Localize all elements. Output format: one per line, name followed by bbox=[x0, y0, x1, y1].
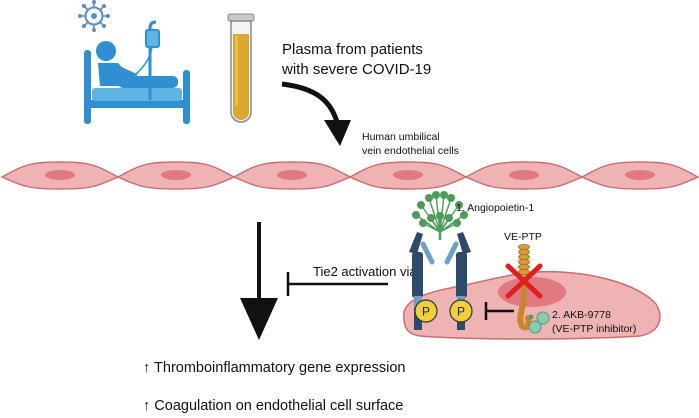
endothelial-cell bbox=[232, 161, 352, 190]
patient-bed-icon bbox=[84, 41, 190, 124]
virus-icon bbox=[78, 0, 110, 32]
tie2-activation-label: Tie2 activation via: bbox=[313, 264, 420, 279]
huvec-label-line2: vein endothelial cells bbox=[362, 145, 459, 157]
plasma-label-line2: with severe COVID-19 bbox=[281, 61, 431, 78]
endothelial-cell bbox=[0, 161, 120, 190]
cell-nucleus bbox=[393, 170, 423, 180]
cell-nucleus bbox=[161, 170, 191, 180]
cell-nucleus bbox=[45, 170, 75, 180]
downstream-arrow bbox=[240, 222, 278, 340]
svg-text:P: P bbox=[422, 305, 430, 319]
cell-nucleus bbox=[277, 170, 307, 180]
plasma-label-line1: Plasma from patients bbox=[282, 41, 423, 58]
phospho-group-left: P bbox=[414, 299, 438, 323]
angiopoietin-label: 1. Angiopoietin-1 bbox=[456, 202, 534, 214]
outcome-gene-expression: ↑ Thromboinflammatory gene expression bbox=[143, 360, 406, 376]
endothelial-cell bbox=[116, 161, 236, 190]
endothelial-cell bbox=[580, 161, 699, 190]
svg-text:P: P bbox=[457, 305, 465, 319]
veptp-label: VE-PTP bbox=[504, 231, 542, 243]
akb-9778-molecule-icon bbox=[528, 311, 550, 334]
angiopoietin-1-icon bbox=[412, 191, 468, 240]
cell-nucleus bbox=[509, 170, 539, 180]
huvec-label-line1: Human umbilical bbox=[362, 131, 440, 143]
outcome-coagulation: ↑ Coagulation on endothelial cell surfac… bbox=[143, 398, 404, 414]
iv-drip-icon bbox=[133, 20, 160, 100]
akb-label-line2: (VE-PTP inhibitor) bbox=[552, 323, 636, 335]
endothelial-cell-large bbox=[403, 270, 661, 340]
endothelial-cell bbox=[464, 161, 584, 190]
tie2-inhibition-bar bbox=[286, 272, 388, 296]
akb-label-line1: 2. AKB-9778 bbox=[552, 309, 611, 321]
test-tube-icon bbox=[227, 13, 255, 123]
phospho-group-right: P bbox=[449, 299, 473, 323]
cell-nucleus bbox=[625, 170, 655, 180]
curved-arrow bbox=[281, 81, 351, 146]
veptp-inhibition-bar bbox=[484, 302, 514, 320]
endothelial-cell-row bbox=[0, 161, 699, 190]
endothelial-cell bbox=[348, 161, 468, 190]
inhibition-x-icon bbox=[505, 263, 543, 299]
